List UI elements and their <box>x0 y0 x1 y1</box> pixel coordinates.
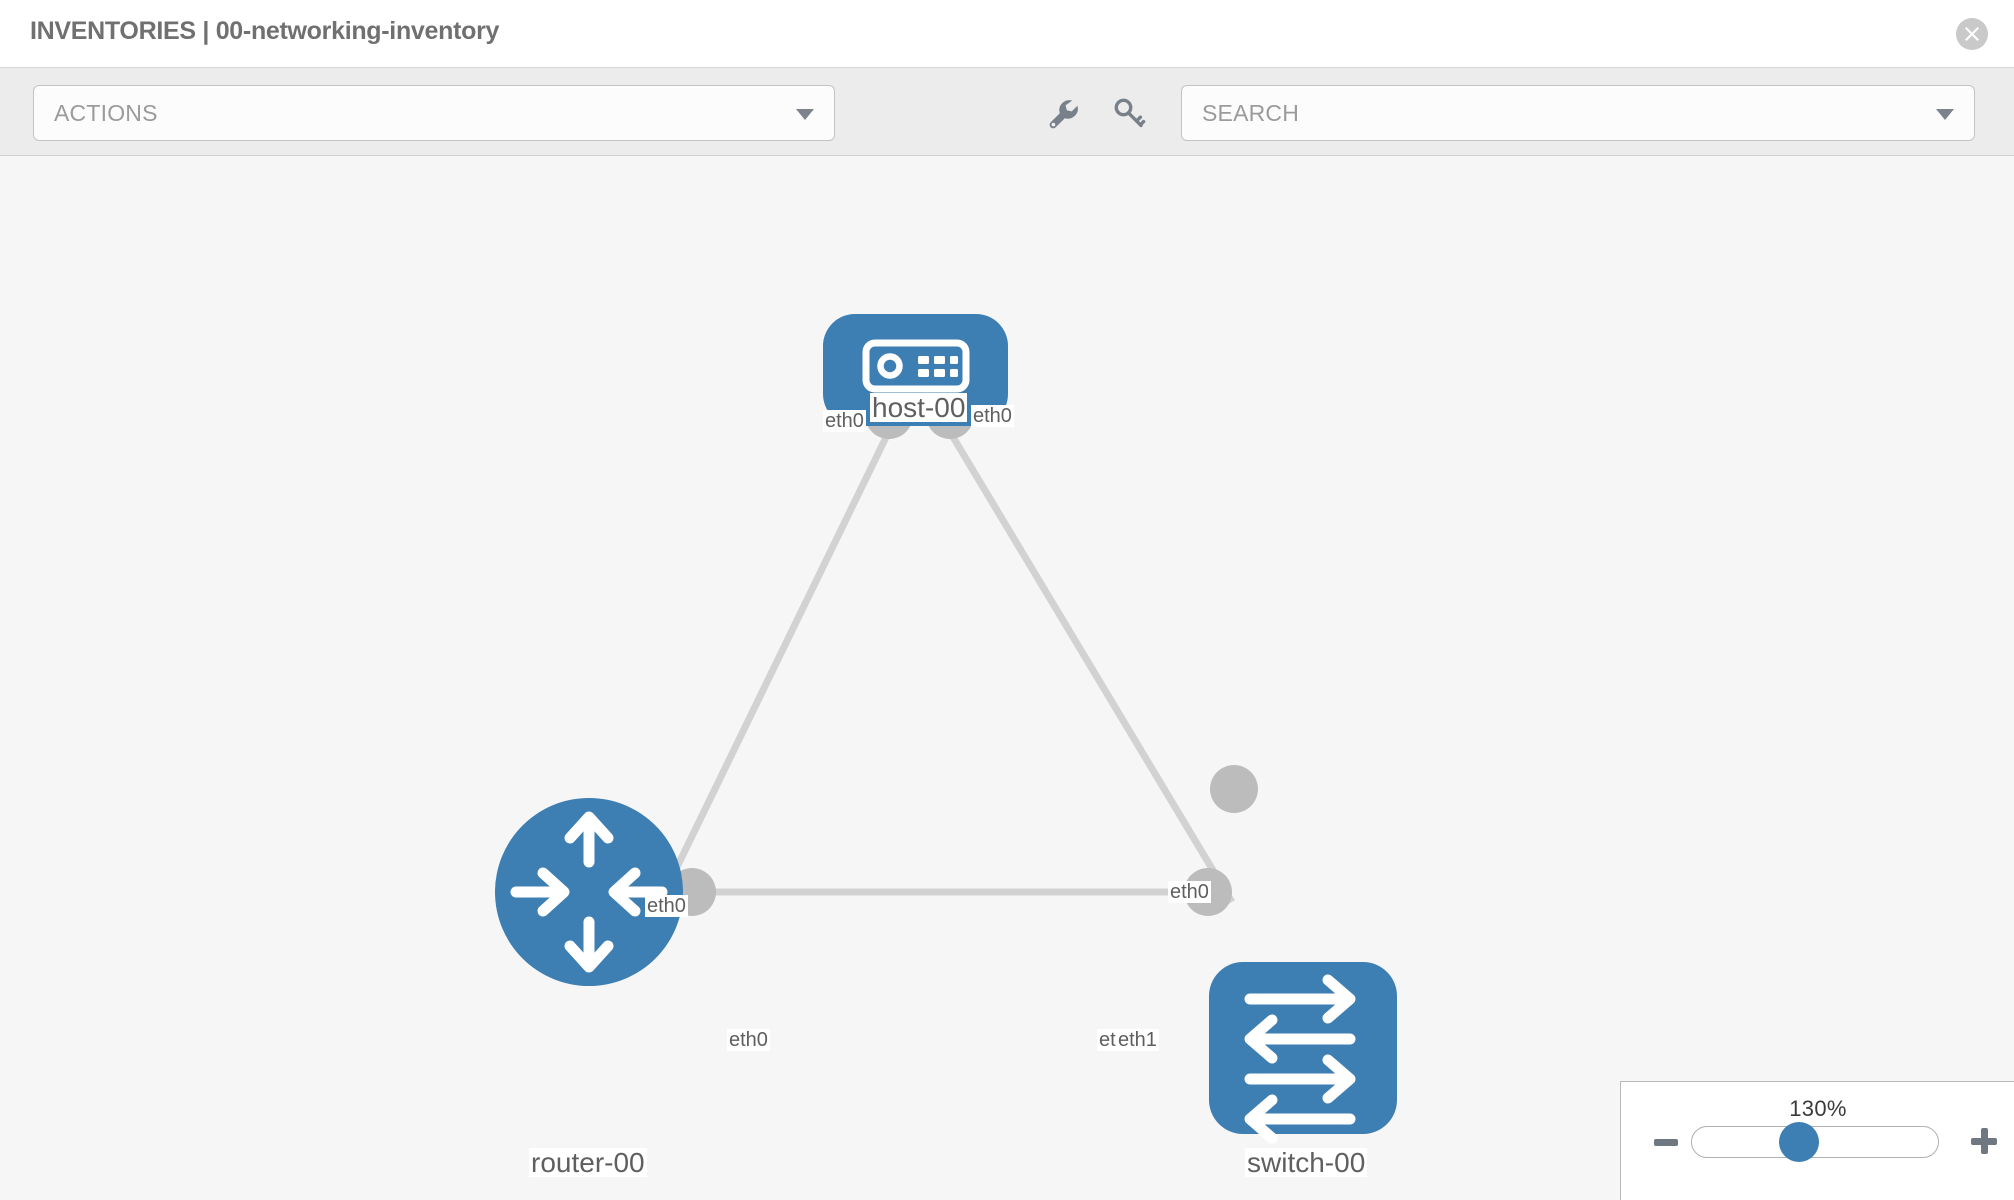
search-placeholder: SEARCH <box>1202 100 1300 126</box>
iface-label: eth0 <box>727 1029 770 1051</box>
topology-links <box>656 425 1236 904</box>
key-icon[interactable] <box>1107 92 1151 136</box>
page-header: INVENTORIES | 00-networking-inventory <box>0 0 2014 68</box>
chevron-down-icon <box>796 109 814 120</box>
close-icon[interactable] <box>1956 18 1988 50</box>
iface-label: eth1 <box>1116 1029 1159 1051</box>
node-router-00-shape <box>495 798 683 986</box>
node-switch-00 <box>1209 962 1397 1144</box>
server-icon <box>862 339 970 393</box>
zoom-slider-handle[interactable] <box>1779 1122 1819 1162</box>
iface-label: eth0 <box>823 410 866 432</box>
node-router-00 <box>495 798 683 986</box>
switch-arrows-icon <box>1244 974 1356 1144</box>
topology-canvas[interactable]: eth0 eth0 eth0 eth0 eth0 eth0 eth1 host-… <box>0 157 2014 1200</box>
iface-label: eth0 <box>1168 881 1211 903</box>
router-arrows-icon <box>510 811 668 973</box>
zoom-in-button[interactable] <box>1971 1128 1997 1154</box>
iface-label: eth0 <box>645 895 688 917</box>
topology-connectors <box>668 391 1258 916</box>
connector-switch-top <box>1210 765 1258 813</box>
topology-graph <box>495 314 1397 1144</box>
node-label-host: host-00 <box>870 392 968 423</box>
page-title: INVENTORIES | 00-networking-inventory <box>30 17 500 45</box>
search-input[interactable]: SEARCH <box>1181 85 1975 141</box>
actions-dropdown[interactable]: ACTIONS <box>33 85 835 141</box>
node-label-router: router-00 <box>529 1147 647 1178</box>
zoom-level-value: 130% <box>1789 1096 1847 1121</box>
actions-dropdown-label: ACTIONS <box>54 100 158 126</box>
zoom-out-button[interactable] <box>1654 1139 1678 1146</box>
node-label-switch: switch-00 <box>1245 1147 1368 1178</box>
link-host-switch <box>943 425 1236 904</box>
chevron-down-icon[interactable] <box>1936 109 1954 120</box>
node-switch-00-shape <box>1209 962 1397 1134</box>
zoom-control-panel: 130% <box>1620 1081 2014 1200</box>
wrench-icon[interactable] <box>1041 92 1085 136</box>
link-host-router <box>656 425 895 904</box>
iface-label: eth0 <box>971 405 1014 427</box>
